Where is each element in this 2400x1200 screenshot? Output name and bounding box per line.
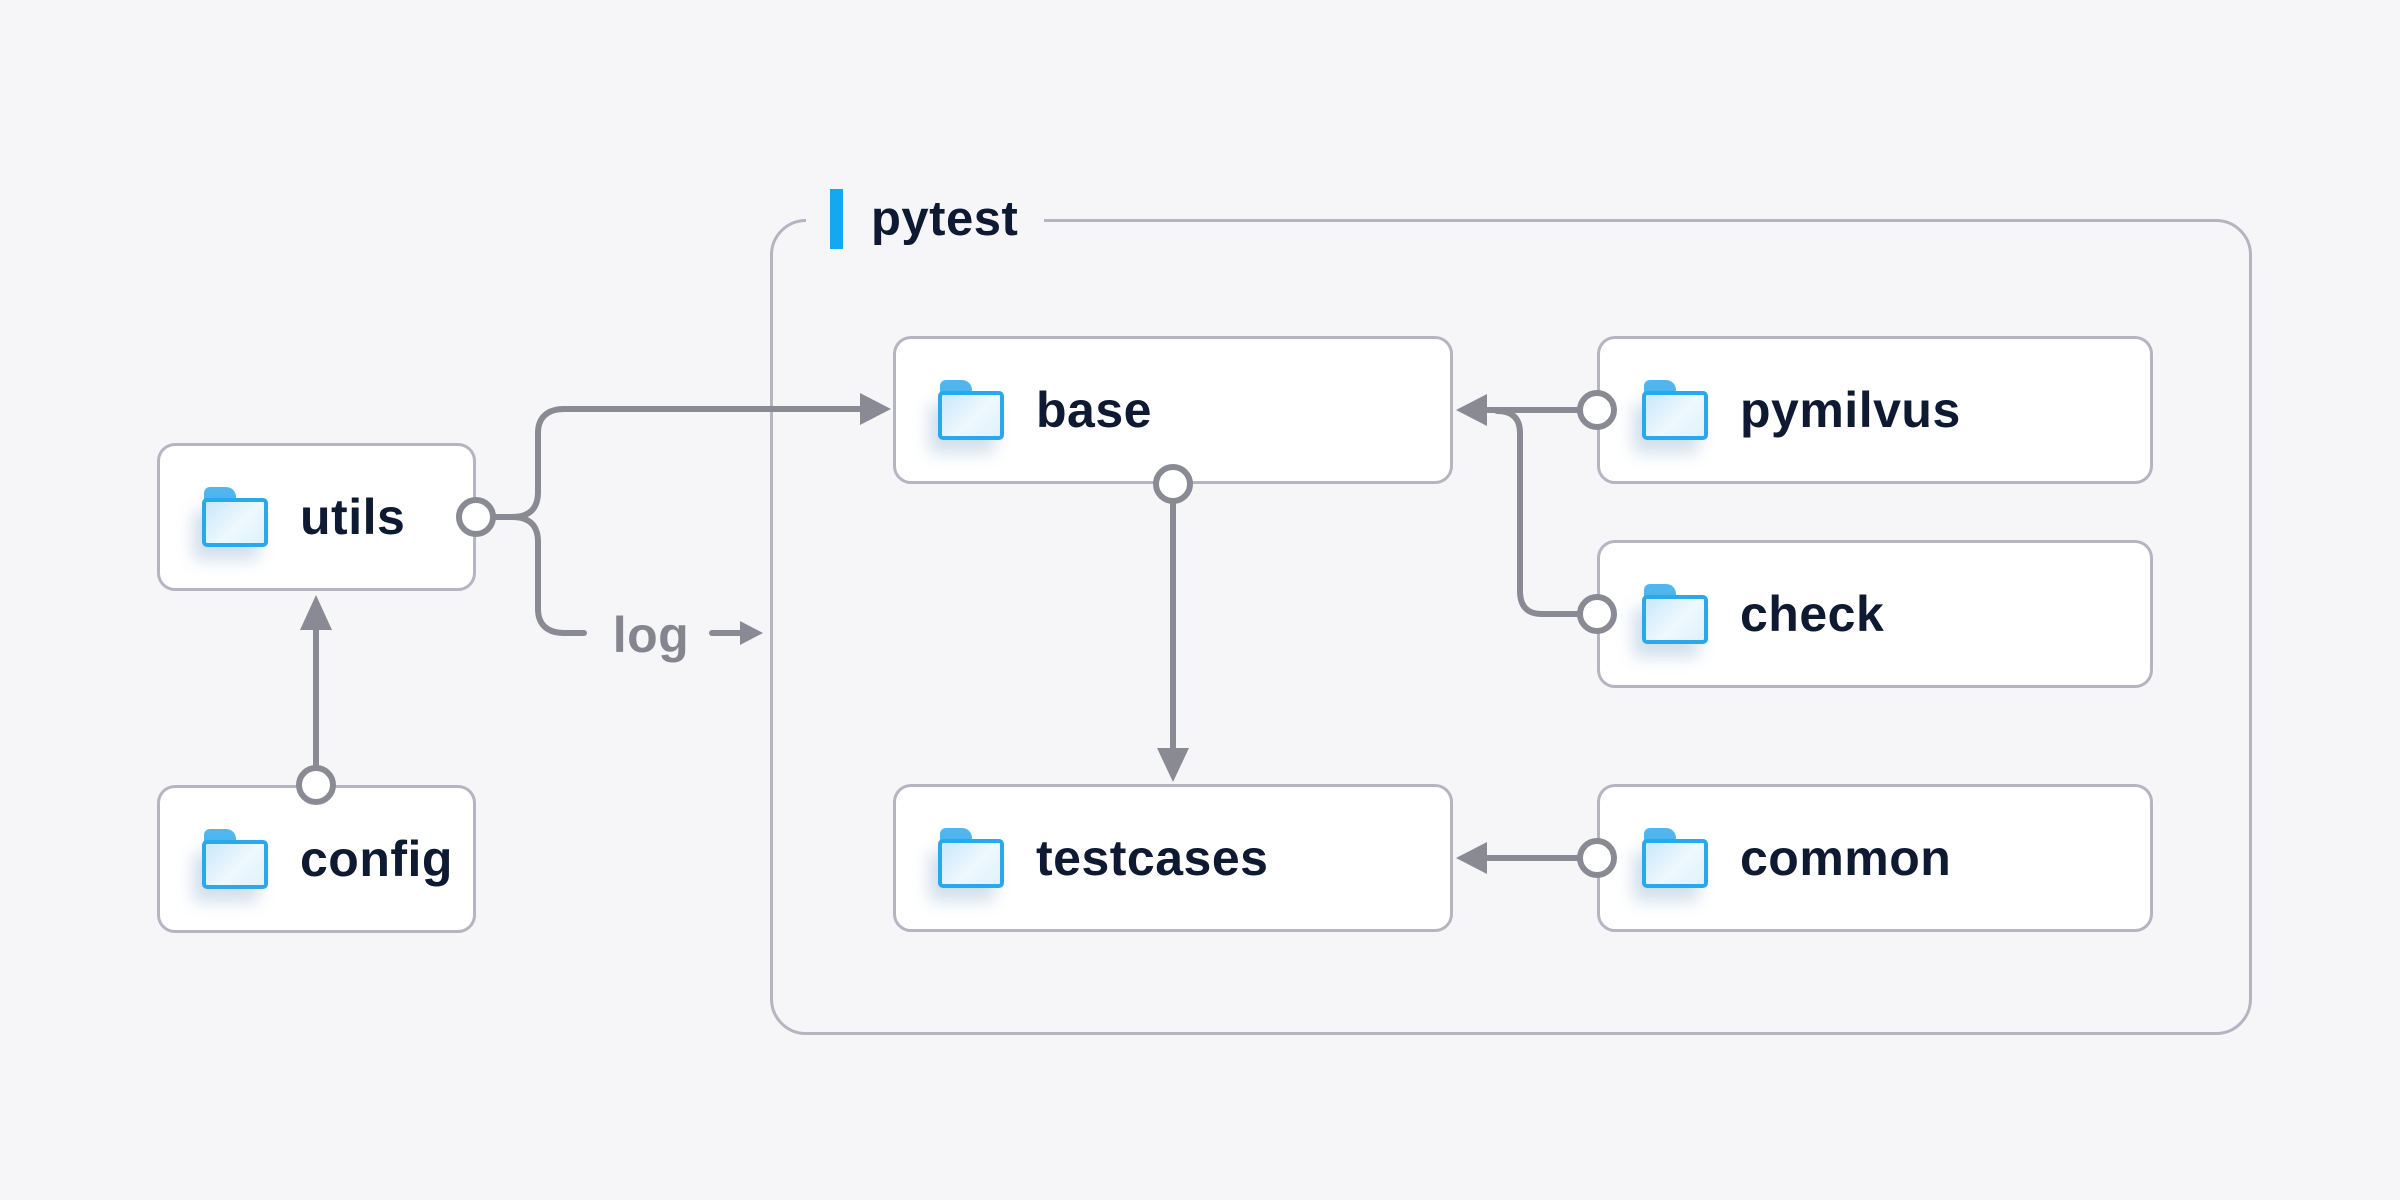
port-common-left — [1577, 838, 1617, 878]
node-label-config: config — [300, 831, 453, 887]
cluster-label-text: pytest — [871, 192, 1019, 246]
node-utils: utils — [157, 443, 476, 591]
folder-body — [202, 840, 268, 889]
pytest-cluster-box — [770, 219, 2252, 1035]
edge-label-log: log — [612, 607, 690, 663]
edge-config-utils — [300, 595, 332, 772]
node-label-base: base — [1036, 382, 1152, 438]
node-check: check — [1597, 540, 2153, 688]
edge-check-base — [1494, 408, 1584, 617]
folder-icon — [938, 380, 1004, 440]
node-label-testcases: testcases — [1036, 830, 1269, 886]
folder-body — [1642, 839, 1708, 888]
node-label-pymilvus: pymilvus — [1740, 382, 1961, 438]
node-label-check: check — [1740, 586, 1885, 642]
edge-utils-base — [489, 393, 891, 520]
port-pymilvus-left — [1577, 390, 1617, 430]
port-config-top — [296, 765, 336, 805]
folder-icon — [938, 828, 1004, 888]
folder-icon — [1642, 584, 1708, 644]
folder-icon — [202, 487, 268, 547]
port-base-bottom — [1153, 464, 1193, 504]
pytest-cluster-label: pytest — [806, 189, 1045, 249]
edge-utils-log — [509, 514, 763, 645]
port-check-left — [1577, 594, 1617, 634]
folder-body — [1642, 391, 1708, 440]
node-label-common: common — [1740, 830, 1952, 886]
edge-base-testcases — [1157, 497, 1189, 782]
node-label-utils: utils — [300, 489, 406, 545]
folder-body — [938, 839, 1004, 888]
folder-body — [202, 498, 268, 547]
node-base: base — [893, 336, 1453, 484]
folder-icon — [1642, 828, 1708, 888]
folder-body — [1642, 595, 1708, 644]
folder-icon — [1642, 380, 1708, 440]
cluster-accent-bar-icon — [830, 189, 843, 249]
node-testcases: testcases — [893, 784, 1453, 932]
port-utils-right — [456, 497, 496, 537]
folder-icon — [202, 829, 268, 889]
node-common: common — [1597, 784, 2153, 932]
folder-body — [938, 391, 1004, 440]
edge-common-testcases — [1456, 842, 1584, 874]
